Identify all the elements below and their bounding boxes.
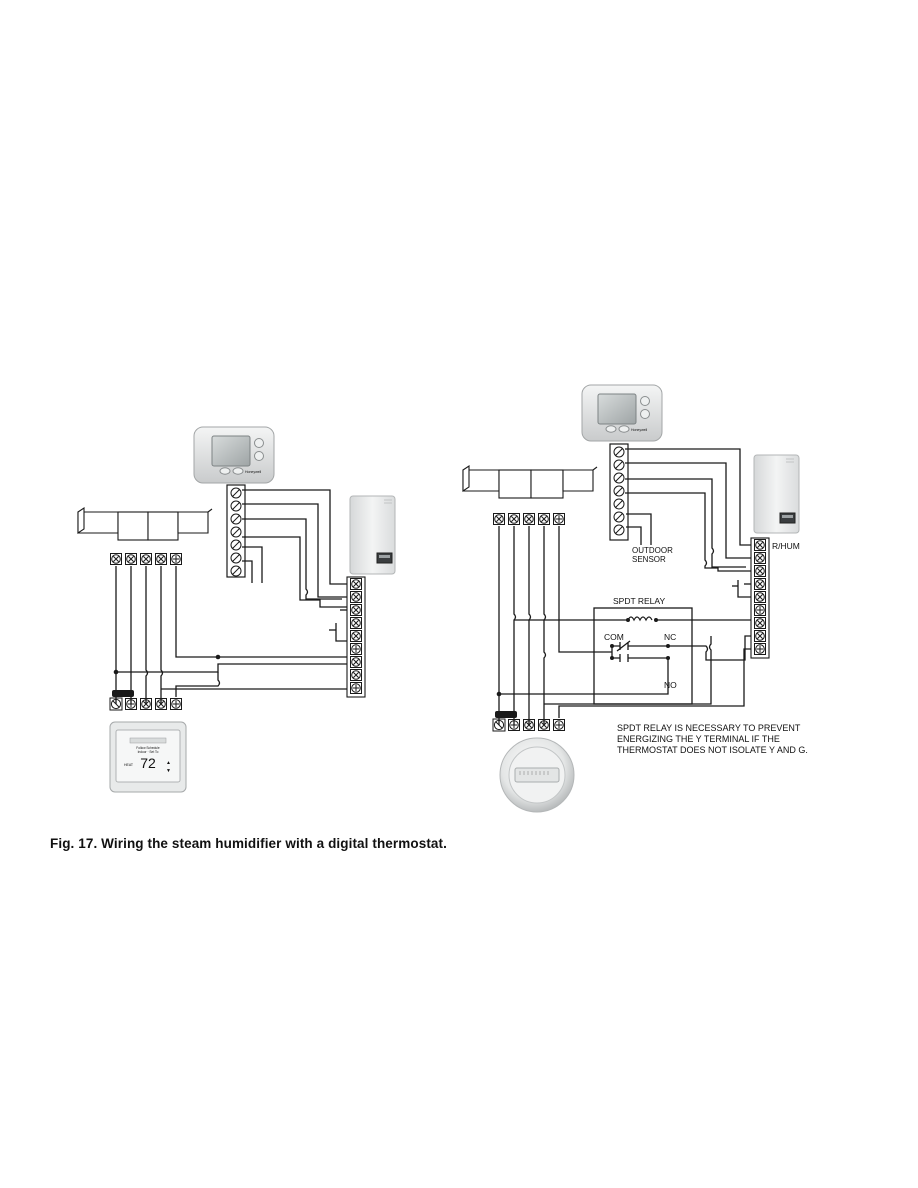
left-diagram: Honeywell — [77, 426, 396, 793]
svg-text:Indoor · Set To: Indoor · Set To — [138, 750, 159, 754]
left-programmable-thermostat: Honeywell — [193, 426, 275, 484]
left-thermostat-terminal-strip — [226, 484, 246, 578]
right-humidifier-terminal-strip — [750, 537, 770, 659]
outdoor-sensor-label-line2: SENSOR — [632, 555, 666, 564]
right-junction-dot — [496, 691, 502, 697]
right-wires — [498, 448, 751, 725]
right-equipment-terminal-upper — [493, 513, 565, 525]
left-humidifier-terminal-strip — [346, 576, 366, 698]
r-hum-label: R/HUM — [772, 541, 800, 551]
relay-coil — [627, 616, 653, 622]
left-equipment-terminal-upper — [110, 553, 182, 565]
right-steam-humidifier — [753, 454, 800, 534]
right-duct — [462, 464, 598, 499]
right-diagram: Honeywell OUTDOOR SENSOR — [462, 384, 808, 813]
right-thermostat-terminal-strip — [609, 443, 629, 541]
left-junction-dot — [215, 654, 221, 660]
svg-text:HEAT: HEAT — [124, 763, 134, 767]
relay-com-label: COM — [604, 632, 624, 642]
svg-text:Honeywell: Honeywell — [631, 428, 647, 432]
left-steam-humidifier — [349, 495, 396, 575]
note-line-1: SPDT RELAY IS NECESSARY TO PREVENT — [617, 723, 801, 733]
left-touchscreen-thermostat: Follow Schedule Indoor · Set To 72 HEAT … — [109, 721, 187, 793]
svg-text:▲: ▲ — [166, 760, 171, 766]
relay-no-label: NO — [664, 680, 677, 690]
spdt-relay: SPDT RELAY COM NC NO — [593, 596, 693, 705]
right-equipment-terminal-lower — [492, 711, 565, 732]
left-junction-dot — [113, 669, 119, 675]
note-line-3: THERMOSTAT DOES NOT ISOLATE Y AND G. — [617, 745, 808, 755]
right-round-thermostat — [499, 737, 575, 813]
spdt-relay-label: SPDT RELAY — [613, 596, 665, 606]
left-equipment-terminal-lower — [109, 690, 182, 711]
relay-nc-label: NC — [664, 632, 676, 642]
figure-caption: Fig. 17. Wiring the steam humidifier wit… — [50, 836, 447, 851]
outdoor-sensor-label-line1: OUTDOOR — [632, 546, 673, 555]
left-wires — [115, 489, 347, 704]
svg-text:Follow Schedule: Follow Schedule — [136, 746, 160, 750]
note-line-2: ENERGIZING THE Y TERMINAL IF THE — [617, 734, 780, 744]
left-duct — [77, 506, 213, 541]
right-programmable-thermostat: Honeywell — [581, 384, 663, 442]
svg-text:▼: ▼ — [166, 768, 171, 774]
left-thermostat-temperature: 72 — [140, 755, 156, 771]
svg-text:Honeywell: Honeywell — [245, 470, 261, 474]
